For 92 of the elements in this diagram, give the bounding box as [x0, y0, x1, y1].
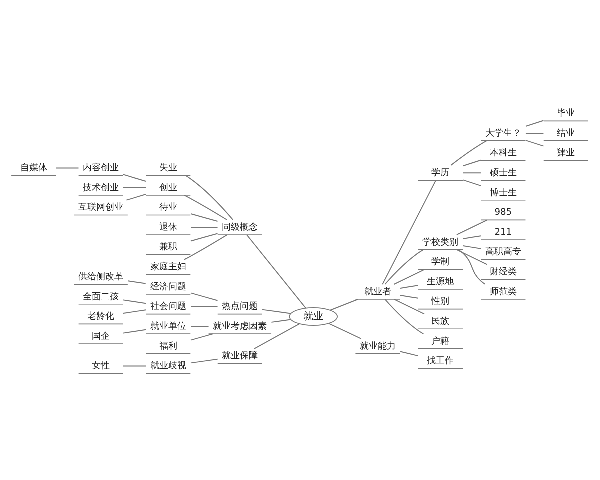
node-text: 互联网创业 — [78, 203, 124, 214]
connector — [462, 236, 482, 240]
connector — [185, 175, 234, 220]
connector — [254, 324, 300, 350]
node-text: 热点问题 — [222, 302, 258, 312]
connector — [450, 140, 488, 166]
node-text: 户籍 — [432, 336, 450, 347]
node-text: 本科生 — [490, 148, 517, 159]
connector — [122, 329, 146, 334]
connector — [56, 168, 80, 169]
node-text: 待业 — [159, 203, 178, 214]
connector — [122, 366, 146, 367]
node-text: 家庭主妇 — [150, 262, 186, 273]
connector — [128, 280, 146, 284]
node-text: 失业 — [159, 164, 178, 174]
connector — [271, 319, 292, 323]
connector — [458, 250, 486, 285]
connector — [246, 234, 307, 309]
node-text: 就业能力 — [360, 342, 396, 352]
node-text: 就业歧视 — [150, 362, 186, 372]
connector — [462, 172, 482, 174]
connector — [525, 140, 544, 147]
node-text: 生源地 — [427, 277, 454, 288]
connector — [122, 300, 146, 304]
node-text: 211 — [494, 228, 512, 238]
node-text: 福利 — [159, 342, 178, 352]
connector — [184, 234, 228, 260]
connector — [122, 174, 146, 182]
node-text: 985 — [494, 208, 512, 218]
connector — [262, 309, 292, 314]
connector — [190, 233, 218, 242]
node-text: 博士生 — [490, 188, 517, 198]
connector — [462, 246, 482, 250]
node-text: 财经类 — [490, 268, 517, 278]
node-ellipse: 就业 — [289, 308, 338, 326]
node-text: 内容创业 — [83, 164, 120, 174]
node-text: 大学生？ — [485, 128, 522, 139]
node-text: 就业保障 — [222, 352, 258, 362]
node-text: 找工作 — [427, 356, 454, 367]
node-text: 就业考虑因素 — [213, 322, 268, 332]
connector — [190, 334, 214, 341]
connector — [384, 249, 424, 285]
node-text: 性别 — [432, 297, 450, 308]
connector — [190, 326, 210, 328]
connector — [400, 285, 419, 289]
node-text: 全面二孩 — [83, 292, 120, 302]
node-text: 技术创业 — [83, 183, 120, 194]
node-text: 社会问题 — [150, 302, 186, 312]
connector — [394, 269, 425, 285]
node-text: 同级概念 — [222, 222, 258, 233]
node-text: 学校类别 — [422, 238, 459, 248]
node-text: 女性 — [92, 362, 110, 372]
connector — [525, 133, 544, 134]
connector — [456, 220, 488, 236]
node-text: 师范类 — [490, 287, 517, 298]
connector — [400, 351, 419, 357]
node-text: 经济问题 — [150, 282, 186, 292]
node-text: 国企 — [92, 332, 110, 342]
connector — [525, 120, 544, 127]
connector — [400, 295, 419, 299]
connector — [190, 213, 218, 222]
connector — [462, 180, 482, 186]
node-text: 学历 — [432, 168, 450, 178]
connector — [382, 180, 437, 286]
node-text: 硕士生 — [490, 168, 517, 178]
node-text: 民族 — [432, 317, 450, 328]
connector — [126, 194, 146, 201]
connector — [190, 358, 218, 364]
connector — [122, 310, 146, 314]
connector — [328, 323, 362, 340]
node-text: 肄业 — [557, 148, 576, 159]
connector — [394, 299, 425, 315]
connector — [330, 299, 359, 311]
node-text: 供给侧改革 — [78, 272, 124, 282]
node-text: 学制 — [432, 258, 450, 268]
connector — [384, 299, 424, 335]
connector — [456, 249, 488, 266]
connector — [190, 306, 218, 308]
node-text: 老龄化 — [88, 312, 115, 322]
node-text: 兼职 — [159, 242, 178, 253]
node-text: 就业单位 — [150, 322, 186, 332]
node-text: 毕业 — [557, 109, 576, 120]
node-text: 结业 — [557, 128, 576, 139]
connector — [462, 160, 482, 167]
connector — [184, 195, 228, 220]
node-text: 就业者 — [364, 287, 392, 298]
node-text: 退休 — [159, 222, 178, 233]
connector — [190, 227, 218, 228]
connector — [190, 292, 218, 302]
node-text: 自媒体 — [20, 164, 48, 174]
node-text: 高职高专 — [485, 248, 522, 258]
node-text: 创业 — [159, 183, 178, 194]
